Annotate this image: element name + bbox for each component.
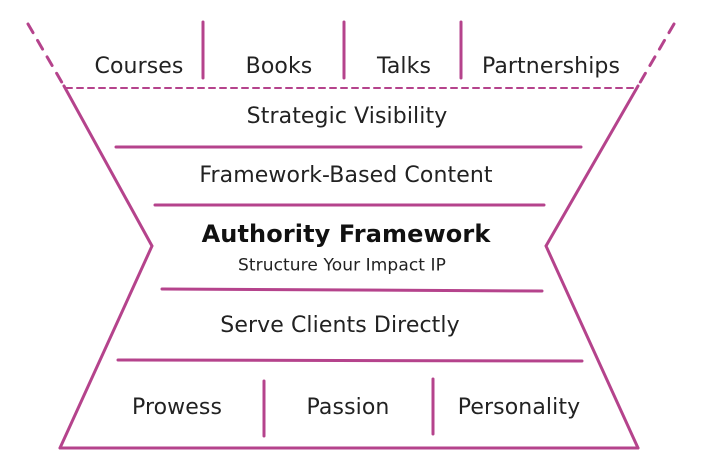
left-side (58, 84, 154, 450)
layer-serve-clients: Serve Clients Directly (220, 313, 460, 338)
layer-framework-content: Framework-Based Content (199, 163, 493, 188)
layer-strategic-visibility: Strategic Visibility (246, 104, 448, 129)
bottom-item-prowess: Prowess (131, 395, 223, 420)
separator-4 (116, 358, 584, 363)
top-item-talks: Talks (376, 54, 432, 79)
right-side (544, 84, 640, 450)
top-item-courses: Courses (94, 54, 184, 79)
bottom-item-personality: Personality (457, 395, 581, 420)
top-item-partnerships: Partnerships (481, 54, 621, 79)
right-dashed-tip (636, 22, 676, 88)
bottom-item-passion: Passion (306, 395, 390, 420)
top-item-books: Books (245, 54, 313, 79)
separator-3 (160, 287, 544, 293)
layer-authority-subtitle: Structure Your Impact IP (237, 255, 447, 276)
layer-authority-title: Authority Framework (201, 220, 491, 248)
left-dashed-tip (26, 22, 66, 88)
